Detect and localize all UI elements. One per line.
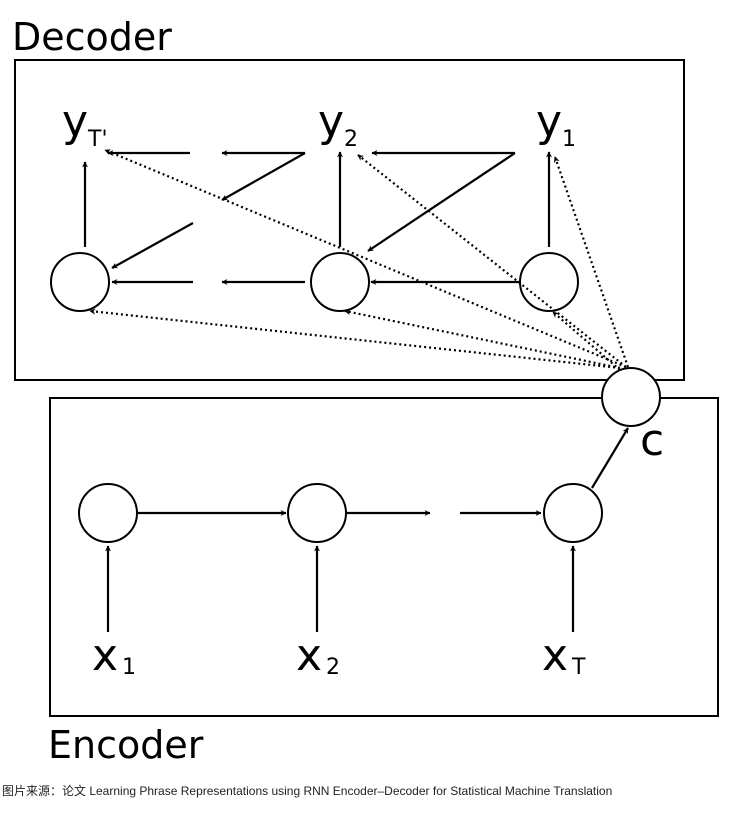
encoder-box <box>49 397 719 717</box>
image-source-caption: 图片来源：论文 Learning Phrase Representations … <box>2 784 613 798</box>
dotted-c-to-y2 <box>357 154 627 368</box>
decoder-state-2 <box>310 252 370 312</box>
encoder-state-2 <box>287 483 347 543</box>
x2-subscript: 2 <box>326 655 340 680</box>
x1-subscript: 1 <box>122 655 136 680</box>
x1-label: x <box>92 630 118 681</box>
y2-subscript: 2 <box>344 127 358 152</box>
output-y2: y 2 <box>318 96 358 152</box>
arrow-enct-to-c <box>591 427 629 489</box>
input-x2: x 2 <box>296 630 340 681</box>
context-label-c: c <box>640 415 664 466</box>
y2-label: y <box>318 96 344 147</box>
encoder-decoder-diagram: Decoder Encoder y T' y 2 y 1 c x 1 x 2 x… <box>12 15 719 767</box>
dotted-c-to-state-tprime <box>89 308 621 370</box>
arrow-dots-to-state-tprime-diagonal <box>111 222 194 269</box>
dotted-c-to-state1 <box>552 311 621 371</box>
input-x1: x 1 <box>92 630 136 681</box>
decoder-state-tprime <box>50 252 110 312</box>
y1-label: y <box>536 96 562 147</box>
encoder-title: Encoder <box>48 723 204 767</box>
decoder-state-1 <box>519 252 579 312</box>
xt-subscript: T <box>571 655 586 680</box>
x2-label: x <box>296 630 322 681</box>
y-tprime-subscript: T' <box>87 127 108 152</box>
output-y-tprime: y T' <box>62 96 108 152</box>
input-xt: x T <box>542 630 586 681</box>
dotted-c-to-state2 <box>344 309 621 370</box>
arrow-y2-to-dots-diagonal <box>221 152 306 201</box>
y-tprime-label: y <box>62 96 88 147</box>
arrow-y1-to-state2 <box>367 152 516 252</box>
decoder-box <box>14 59 685 381</box>
context-node-c <box>601 367 661 427</box>
y1-subscript: 1 <box>562 127 576 152</box>
dotted-c-to-y1 <box>553 156 630 368</box>
encoder-state-1 <box>78 483 138 543</box>
decoder-title: Decoder <box>12 15 172 59</box>
output-y1: y 1 <box>536 96 576 152</box>
dotted-c-to-y-tprime <box>104 148 627 369</box>
xt-label: x <box>542 630 568 681</box>
encoder-state-t <box>543 483 603 543</box>
